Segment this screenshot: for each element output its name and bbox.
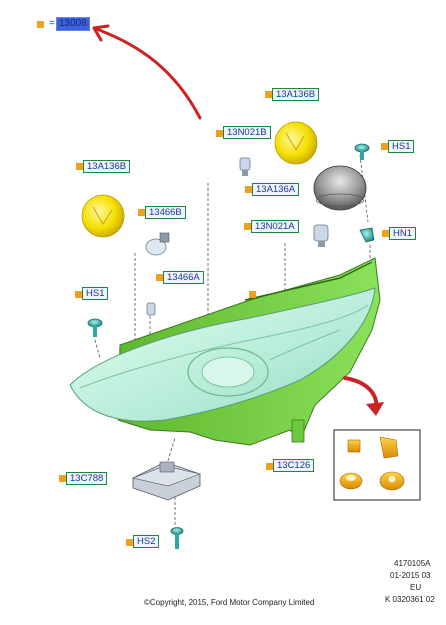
- marker-square-icon: [138, 209, 145, 216]
- illustration-code: 4170105A: [394, 559, 431, 568]
- marker-square-icon: [156, 274, 163, 281]
- bulb-cover-13a136b-left-icon: [81, 194, 125, 238]
- repair-kit-box: [333, 429, 421, 501]
- highlight-arrow: [92, 24, 202, 120]
- reference-code: K 0320361 02: [385, 595, 435, 604]
- date-range: 01-2015 03: [390, 571, 431, 580]
- part-label-13n021a[interactable]: 13N021A: [251, 220, 299, 233]
- part-label-13a136b-left[interactable]: 13A136B: [83, 160, 131, 173]
- part-label-13a136a[interactable]: 13A136A: [252, 183, 300, 196]
- screw-hs2-icon: [170, 527, 184, 549]
- part-label-13466a[interactable]: 13466A: [163, 271, 204, 284]
- part-label-hs2[interactable]: HS2: [133, 535, 160, 548]
- part-label-13466b[interactable]: 13466B: [145, 206, 186, 219]
- marker-square-icon: [245, 186, 252, 193]
- region-code: EU: [410, 583, 422, 592]
- bulb-13466a-icon: [146, 302, 156, 316]
- part-label-13n021b[interactable]: 13N021B: [223, 126, 271, 139]
- marker-square-icon: [265, 91, 272, 98]
- part-label-hs1-left[interactable]: HS1: [82, 287, 109, 300]
- part-label-13a136b-top[interactable]: 13A136B: [272, 88, 320, 101]
- bulb-cover-13a136b-top-icon: [274, 121, 318, 165]
- clip-hn1-icon: [359, 227, 375, 243]
- bulb-13n021a-icon: [313, 224, 329, 247]
- screw-hs1-left-icon: [87, 318, 103, 337]
- marker-square-icon: [37, 21, 44, 28]
- copyright-notice: ©Copyright, 2015, Ford Motor Company Lim…: [144, 598, 315, 607]
- part-label-hn1[interactable]: HN1: [389, 227, 417, 240]
- part-label-13c126[interactable]: 13C126: [273, 459, 315, 472]
- marker-square-icon: [76, 163, 83, 170]
- bulb-13n021b-icon: [239, 157, 251, 176]
- screw-hs1-right-icon: [354, 143, 370, 160]
- marker-square-icon: [216, 130, 223, 137]
- marker-square-icon: [75, 291, 82, 298]
- bulb-13466b-icon: [145, 232, 170, 256]
- ballast-module-13c788-icon: [131, 461, 202, 501]
- marker-square-icon: [249, 291, 256, 298]
- marker-square-icon: [126, 539, 133, 546]
- marker-square-icon: [266, 463, 273, 470]
- marker-square-icon: [382, 230, 389, 237]
- headlamp-lens: [69, 287, 376, 422]
- marker-square-icon: [244, 223, 251, 230]
- part-label-13c788[interactable]: 13C788: [66, 472, 108, 485]
- kit-pointer-arrow: [343, 376, 384, 416]
- marker-square-icon: [59, 475, 66, 482]
- equals-sign: =: [49, 18, 55, 29]
- dust-cap-13a136a-icon: [313, 165, 367, 211]
- part-group-code[interactable]: 13008: [56, 17, 90, 31]
- marker-square-icon: [381, 143, 388, 150]
- part-label-hs1-right[interactable]: HS1: [388, 140, 415, 153]
